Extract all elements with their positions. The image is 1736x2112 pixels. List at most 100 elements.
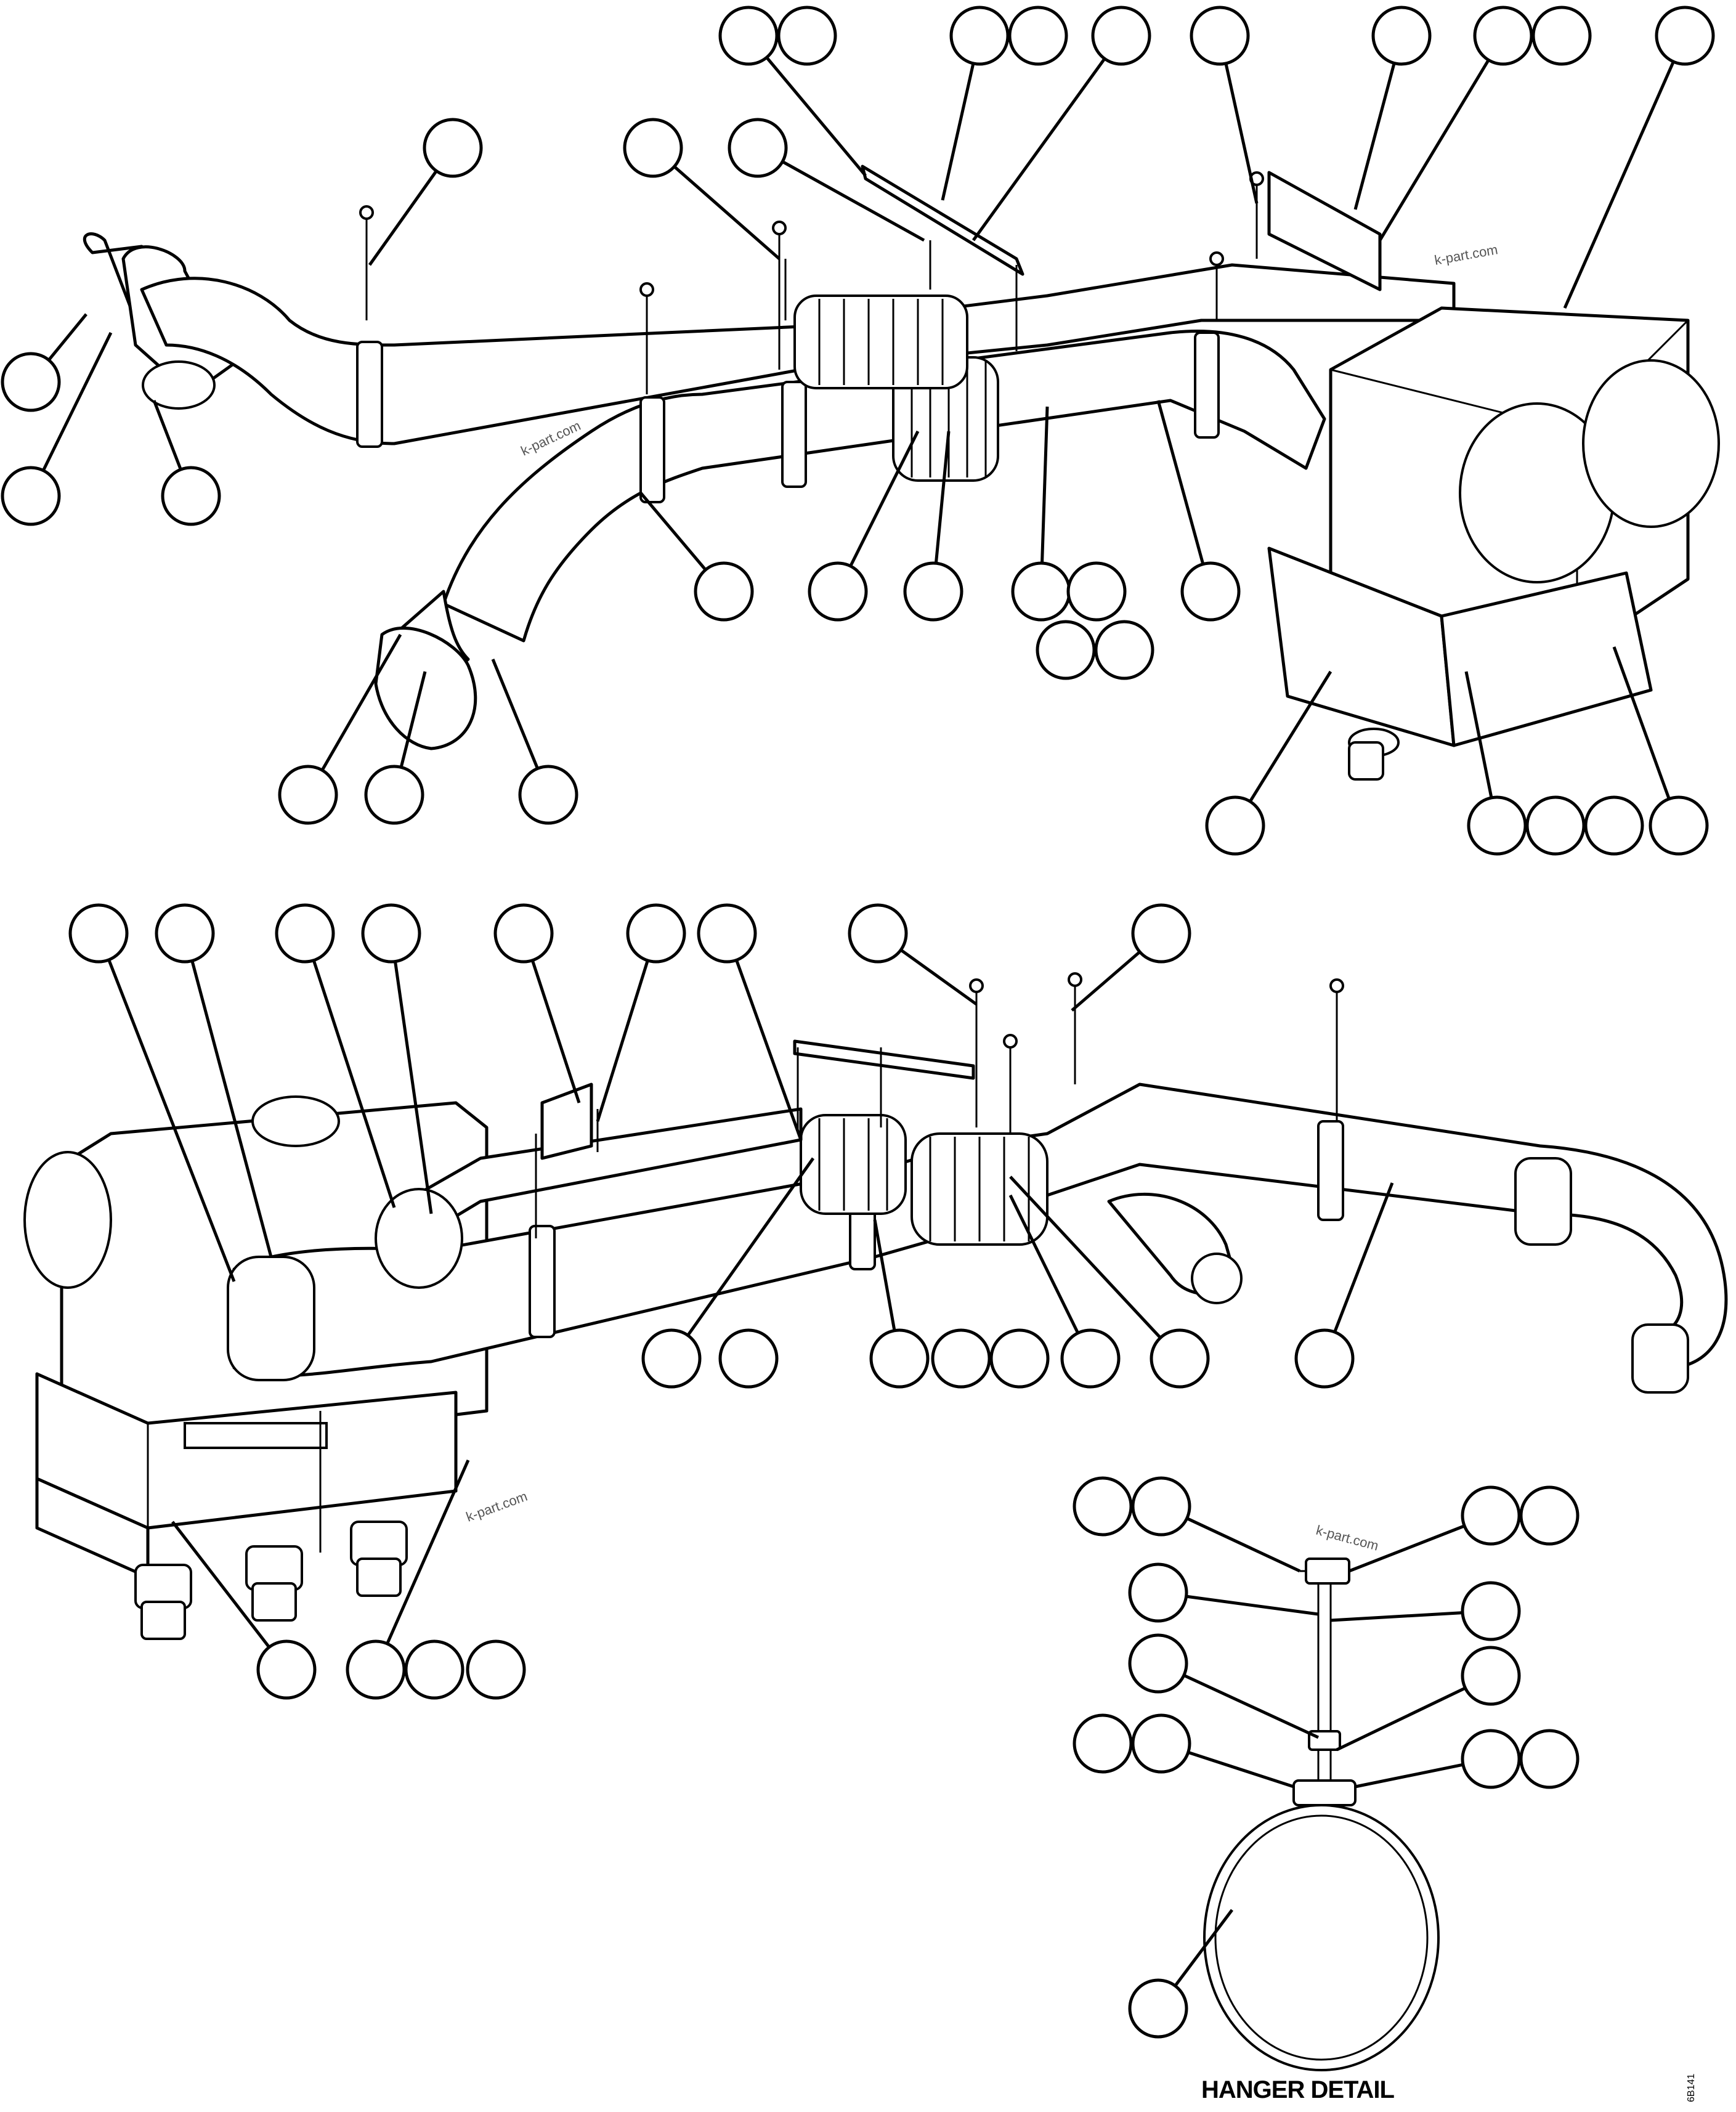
leader-line: [1188, 1752, 1294, 1787]
callout-bubble: [406, 1641, 463, 1698]
leader-line: [401, 672, 425, 767]
callout-bubble: [643, 1330, 700, 1387]
leader-line: [936, 431, 949, 563]
leader-line: [154, 400, 180, 469]
callout-bubble: [468, 1641, 524, 1698]
callout-bubble: [1151, 1330, 1208, 1387]
leader-line: [1184, 1675, 1318, 1737]
callout-bubble: [729, 120, 786, 176]
callout-bubble: [1013, 563, 1069, 620]
callout-bubble: [280, 766, 336, 823]
leader-line: [43, 333, 111, 471]
flex-bellows-bottom: [801, 1115, 1047, 1245]
callout-bubble: [1074, 1715, 1131, 1772]
callout-bubble: [779, 7, 835, 64]
callout-bubble: [347, 1641, 404, 1698]
leader-line: [493, 659, 538, 768]
hanger-detail: k-part.com HANGER DETAIL 6B141: [1201, 1522, 1697, 2103]
callout-bubble: [905, 563, 962, 620]
callout-bubble: [850, 905, 906, 962]
callout-bubble: [1074, 1478, 1131, 1535]
callout-bubble: [1096, 622, 1153, 678]
watermark-text: k-part.com: [1315, 1522, 1381, 1554]
leader-line: [767, 57, 866, 176]
callout-bubble: [1130, 1564, 1186, 1621]
callout-bubble: [495, 905, 552, 962]
callout-bubble: [1191, 7, 1248, 64]
callout-bubble: [366, 766, 423, 823]
leader-line: [192, 961, 271, 1257]
callout-bubble: [696, 563, 752, 620]
callout-bubble: [70, 905, 127, 962]
leader-line: [875, 1220, 894, 1331]
leader-line: [370, 171, 436, 265]
leader-line: [973, 59, 1105, 240]
leader-line: [598, 961, 647, 1121]
flex-bellows-rear: [795, 296, 967, 388]
leader-line: [1335, 1183, 1392, 1332]
callout-bubble: [1133, 1715, 1190, 1772]
leader-line: [1565, 62, 1673, 308]
leader-line: [851, 431, 918, 566]
drawing-code: 6B141: [1686, 2074, 1697, 2102]
leader-line: [782, 161, 924, 240]
leader-line: [1010, 1195, 1078, 1333]
leader-line: [1250, 672, 1331, 802]
leader-line: [532, 961, 579, 1103]
leader-line: [675, 166, 779, 259]
callout-bubble: [1182, 563, 1239, 620]
leader-line: [737, 960, 801, 1140]
leader-line: [1010, 1177, 1161, 1338]
callout-bubble: [1068, 563, 1125, 620]
callout-bubble: [2, 354, 59, 410]
callout-bubble: [2, 468, 59, 524]
callout-bubble: [933, 1330, 989, 1387]
watermark-text: k-part.com: [464, 1489, 529, 1525]
leader-line: [109, 960, 234, 1281]
callout-bubble: [1010, 7, 1066, 64]
callout-bubble: [699, 905, 755, 962]
callout-bubble: [363, 905, 420, 962]
callout-bubble: [1373, 7, 1430, 64]
muffler-box-top: [1269, 308, 1719, 779]
leader-line: [49, 314, 86, 360]
callout-bubble: [1527, 797, 1584, 854]
callout-bubble: [1533, 7, 1590, 64]
callout-bubble: [163, 468, 219, 524]
leader-line: [1337, 1688, 1466, 1750]
leader-line: [1175, 1910, 1232, 1986]
leader-line: [172, 1522, 269, 1647]
callout-bubble: [951, 7, 1008, 64]
leader-line: [1331, 1613, 1462, 1620]
leader-line: [1349, 1526, 1464, 1571]
callout-bubble: [1650, 797, 1707, 854]
leader-line: [1042, 407, 1047, 563]
callout-bubble: [720, 1330, 777, 1387]
callout-bubble: [1586, 797, 1642, 854]
leader-line: [322, 635, 400, 770]
callout-bubble: [1037, 622, 1094, 678]
callout-bubble: [1462, 1647, 1519, 1704]
leader-line: [314, 961, 394, 1208]
leader-line: [1158, 400, 1203, 564]
watermark-text: k-part.com: [1434, 242, 1499, 268]
callout-bubble: [1462, 1487, 1519, 1544]
leader-line: [1355, 63, 1394, 209]
callout-bubble: [628, 905, 684, 962]
callout-bubble: [1475, 7, 1531, 64]
leader-line: [943, 63, 973, 200]
callout-bubble: [1469, 797, 1525, 854]
callout-bubble: [1207, 797, 1263, 854]
callout-bubble: [258, 1641, 315, 1698]
leader-line: [1355, 1765, 1463, 1787]
callout-bubble: [1133, 1478, 1190, 1535]
callout-bubble: [809, 563, 866, 620]
hanger-detail-caption: HANGER DETAIL: [1201, 2076, 1394, 2103]
callout-bubble: [1130, 1980, 1186, 2037]
leader-line: [1186, 1596, 1318, 1614]
leader-line: [1072, 952, 1140, 1010]
callout-bubble: [991, 1330, 1048, 1387]
leader-line: [901, 950, 976, 1004]
leader-line: [1466, 672, 1491, 798]
callout-bubble: [424, 120, 481, 176]
